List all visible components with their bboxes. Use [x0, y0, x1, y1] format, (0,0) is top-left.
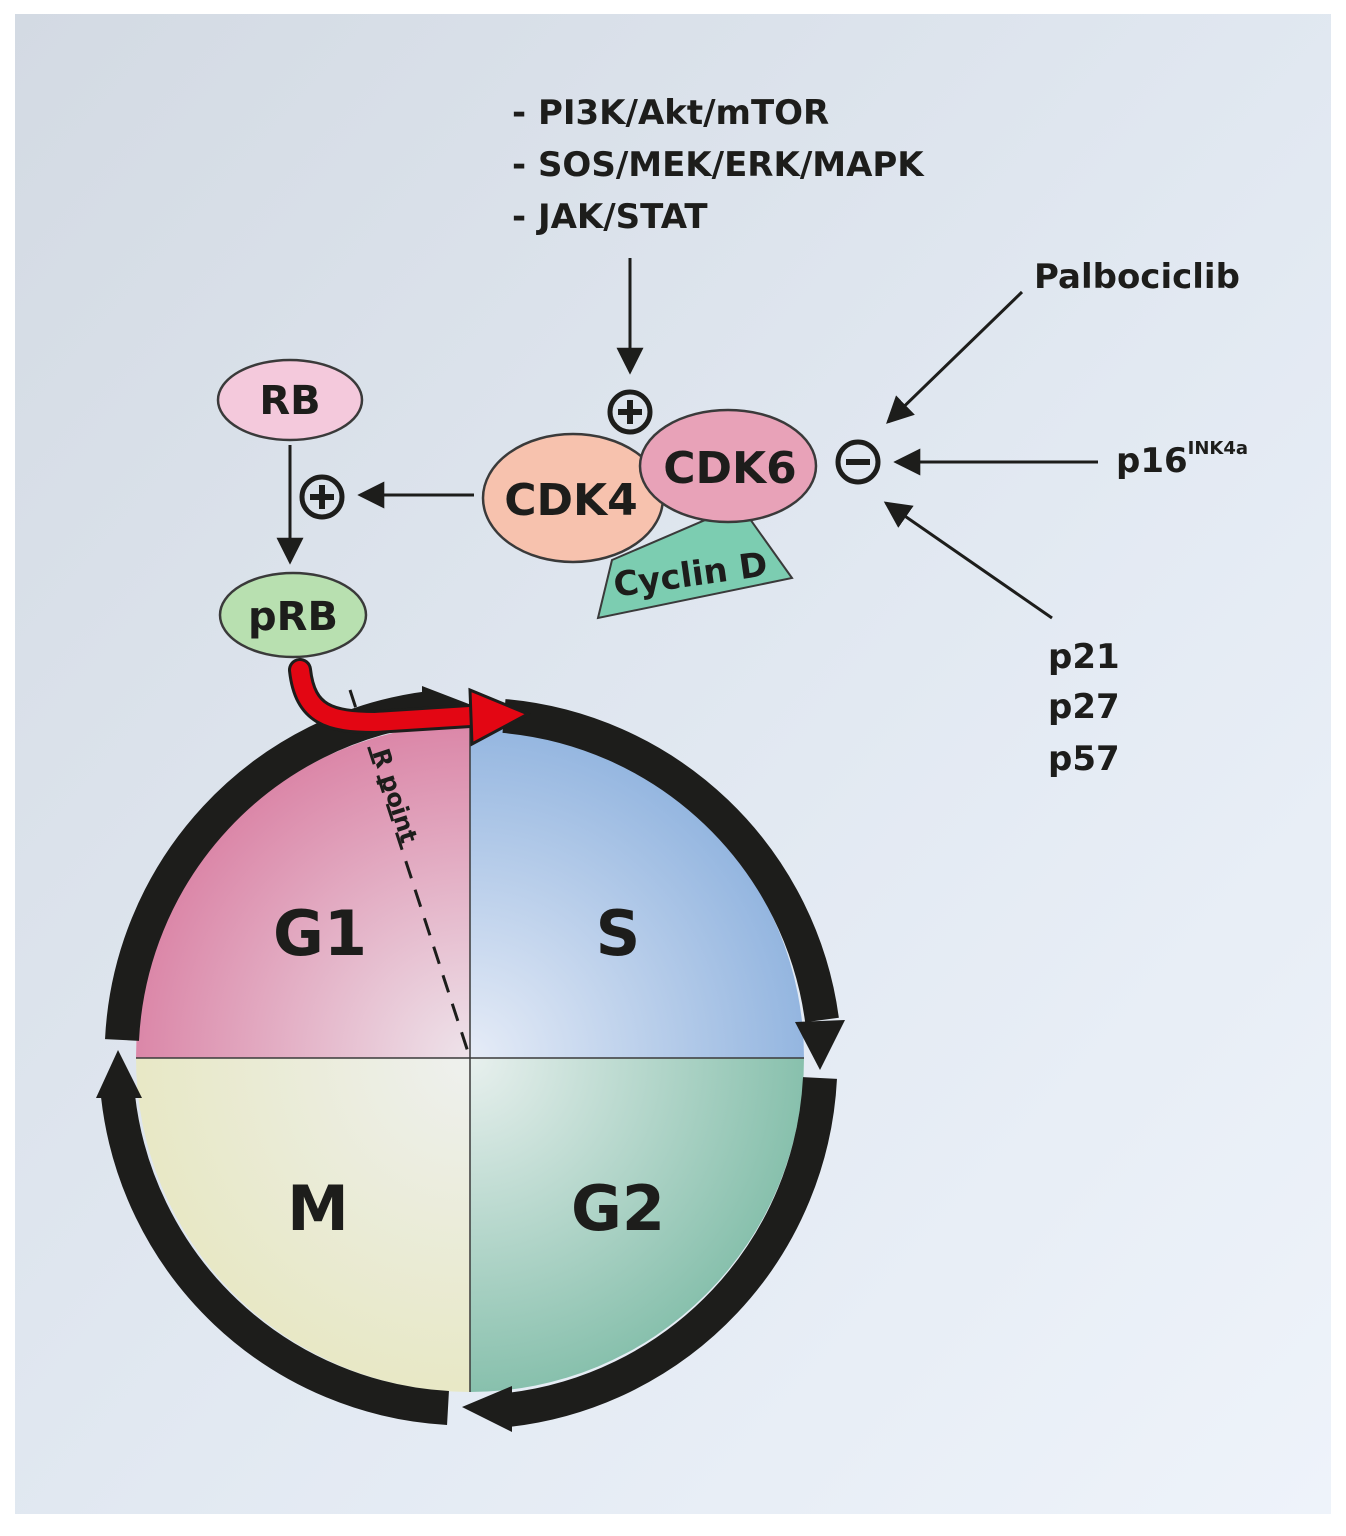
cycle-arc-m	[101, 1094, 449, 1425]
cycle-arrowhead-g2	[462, 1386, 512, 1432]
phase-m-label: M	[287, 1172, 349, 1245]
r-point-dashed-line	[348, 689, 470, 1053]
rb-label: RB	[259, 378, 320, 424]
phase-g2-label: G2	[571, 1172, 665, 1245]
inhibit-symbol	[835, 439, 881, 485]
palbociclib-arrow	[886, 290, 1024, 424]
activate-symbol-cdk	[607, 389, 653, 435]
cycle-arc-g2	[506, 1077, 837, 1427]
cki-arrow	[883, 501, 1053, 620]
activate-symbol-rb	[299, 474, 345, 520]
phase-g1-label: G1	[273, 897, 367, 970]
red-arrow-body	[291, 661, 479, 732]
cdk4-label: CDK4	[504, 475, 638, 526]
p16-superscript: INK4a	[1188, 438, 1248, 459]
cycle-arrowhead-s	[795, 1020, 845, 1070]
g2-quadrant	[470, 1058, 804, 1392]
cell-cycle-circle	[136, 724, 804, 1392]
phase-s-label: S	[596, 897, 641, 970]
pathway-pi3k: - PI3K/Akt/mTOR	[512, 93, 829, 133]
cycle-arc-s	[502, 699, 839, 1023]
rb-node	[216, 358, 364, 442]
p16-base-text: p16	[1116, 441, 1188, 481]
p21-label: p21	[1048, 637, 1120, 677]
cdk-complex: Cyclin D CDK4 CDK6	[481, 408, 818, 620]
pathway-sos: - SOS/MEK/ERK/MAPK	[512, 145, 925, 185]
cdk6-node	[638, 408, 818, 524]
g1-quadrant	[136, 724, 470, 1058]
prb-label: pRB	[248, 594, 338, 640]
cdk6-label: CDK6	[663, 443, 797, 494]
prb-red-arrow	[288, 658, 532, 747]
m-quadrant	[136, 1058, 470, 1392]
prb-node	[218, 571, 368, 659]
p57-label: p57	[1048, 739, 1120, 779]
s-quadrant	[470, 724, 804, 1058]
cyclin-d-shape	[596, 503, 794, 620]
pathway-jak: - JAK/STAT	[512, 197, 708, 237]
p16-label: p16INK4a	[1116, 438, 1248, 481]
p27-label: p27	[1048, 687, 1120, 727]
red-arrowhead	[468, 687, 532, 747]
palbociclib-label: Palbociclib	[1034, 257, 1240, 297]
cycle-arrowhead-m	[96, 1050, 142, 1098]
